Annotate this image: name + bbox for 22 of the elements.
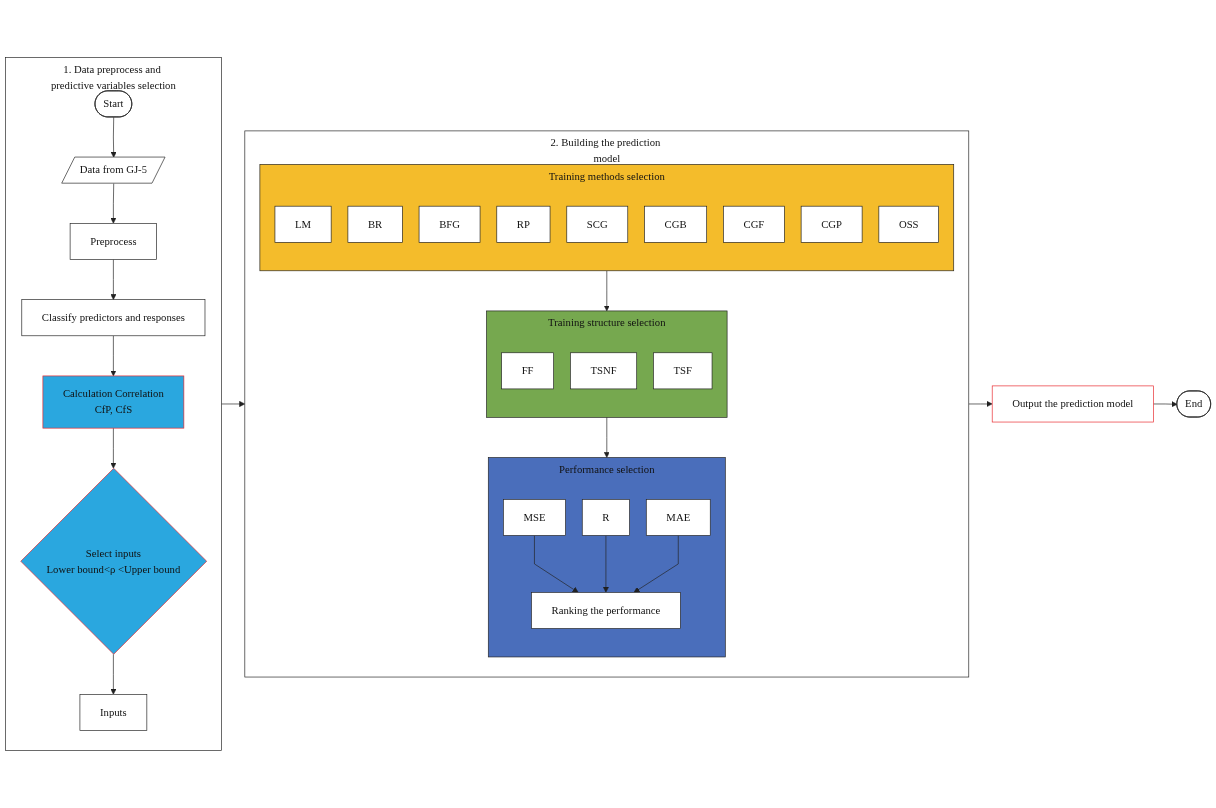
node-box: OSS [878, 205, 939, 243]
node-box: Inputs [79, 694, 148, 731]
node-box: Output the prediction model [991, 385, 1154, 423]
node-box: Classify predictors and responses [21, 299, 206, 337]
node-box: BFG [418, 205, 481, 243]
node-box: RP [496, 205, 551, 243]
node-box: CGB [644, 205, 707, 243]
node-box: CGF [723, 205, 785, 243]
node-diamond: Select inputs Lower bound<ρ <Upper bound [20, 468, 207, 655]
node-box: Preprocess [69, 223, 157, 260]
node-box: CGP [800, 205, 863, 243]
node-box: TSF [653, 352, 713, 390]
node-box: Calculation Correlation CfP, CfS [42, 375, 185, 429]
node-box: FF [501, 352, 554, 390]
node-box: R [581, 499, 630, 536]
node-box: MSE [503, 499, 566, 536]
node-box: LM [274, 205, 332, 243]
node-box: MAE [645, 499, 711, 536]
node-box: BR [347, 205, 403, 243]
node-box: SCG [566, 205, 629, 243]
node-box: TSNF [570, 352, 638, 390]
node-box: Ranking the performance [531, 592, 681, 629]
